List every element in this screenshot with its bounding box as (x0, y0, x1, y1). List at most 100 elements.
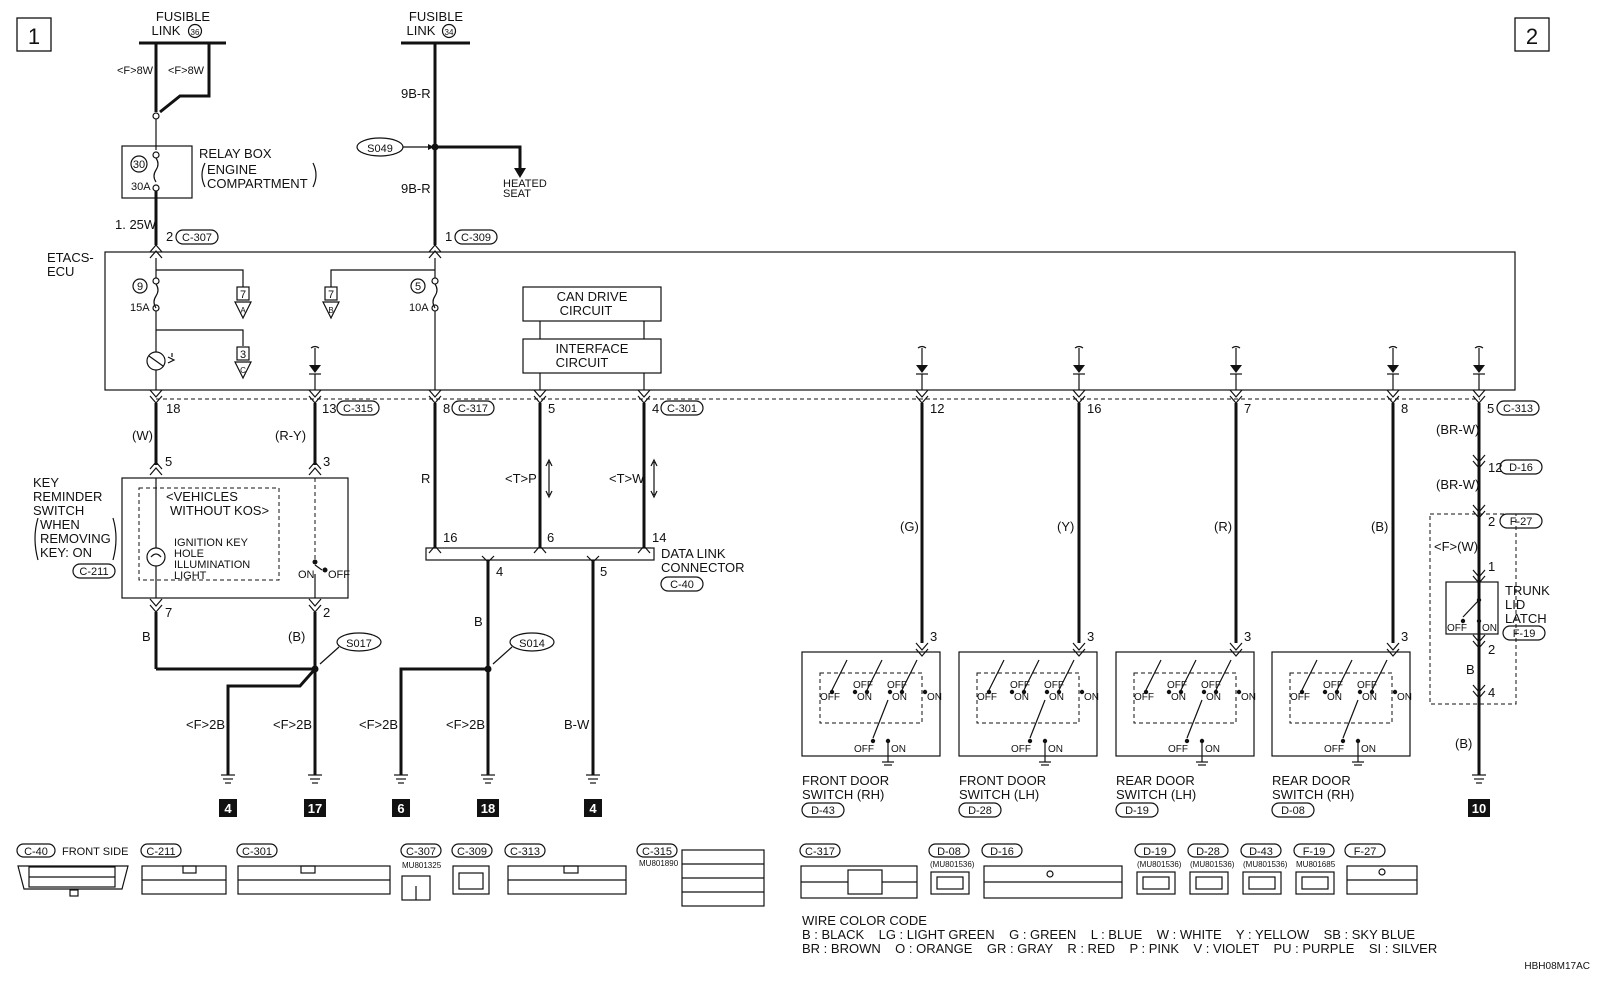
conn-f19-label: MU801685 (1296, 860, 1336, 869)
door-switch-rear-lh: (R) 3 OFF OFF OFF ON ON ON OFF ON REAR D… (1115, 403, 1256, 818)
key-pin-5: 5 (165, 454, 172, 469)
trunk-conn-f27: F-27 (1510, 516, 1533, 528)
ground-2-num: 17 (308, 801, 322, 816)
lamp-label-4: LIGHT (174, 570, 207, 582)
door-4-on-4: ON (1361, 744, 1376, 755)
conn-d16-id: D-16 (990, 846, 1014, 858)
interface-label-2: CIRCUIT (556, 355, 609, 370)
dlc-wire-b: B (474, 614, 483, 629)
ecu-top-conn-2: C-309 (461, 232, 491, 244)
door-1-off-1: OFF (820, 692, 840, 703)
splice-s017-label: S017 (346, 638, 372, 650)
wire-code-line-2: BR : BROWN O : ORANGE GR : GRAY R : RED … (802, 941, 1437, 956)
ecu-conn-c301: C-301 (667, 403, 697, 415)
wire-code-line-1: B : BLACK LG : LIGHT GREEN G : GREEN L :… (802, 927, 1415, 942)
splice-s014-label: S014 (519, 638, 545, 650)
key-pin-3: 3 (323, 454, 330, 469)
fusible-link-34: FUSIBLE LINK 34 9B-R (401, 9, 470, 245)
ecu-pin-8: 8 (443, 401, 450, 416)
conn-c313-id: C-313 (510, 846, 540, 858)
door-2-on-1: ON (1014, 692, 1029, 703)
splice-s017: S017 (311, 632, 382, 673)
door-1-wire: (G) (900, 519, 919, 534)
fusible-number: 36 (191, 28, 200, 37)
door-4-off-2: OFF (1323, 680, 1343, 691)
key-label-4: WHEN (40, 517, 80, 532)
conn-c211-id: C-211 (146, 846, 175, 858)
door-1-pin: 3 (930, 629, 937, 644)
key-pin-2: 2 (323, 605, 330, 620)
relay-fuse-number: 30 (133, 159, 145, 171)
door-2-off-3: OFF (1044, 680, 1064, 691)
key-label-5: REMOVING (40, 531, 111, 546)
ground-6-num: 10 (1472, 801, 1486, 816)
ground-5-wire: B-W (564, 717, 590, 732)
trunk-label-3: LATCH (1505, 611, 1547, 626)
conn-d08-label: (MU801536) (930, 860, 975, 869)
page-number-left: 1 (28, 24, 40, 49)
ref-a-letter: A (240, 306, 246, 315)
door-3-wire: (R) (1214, 519, 1232, 534)
ecu-pin-13: 13 (322, 401, 336, 416)
door-4-label-1: REAR DOOR (1272, 773, 1351, 788)
ecu-conn-c317: C-317 (458, 403, 488, 415)
ecu-label-2: ECU (47, 264, 74, 279)
ground-1-wire: <F>2B (186, 717, 225, 732)
ground-2: <F>2B 17 (273, 717, 326, 817)
fusible-title-2: FUSIBLE (409, 9, 464, 24)
page-number-left-box (16, 17, 52, 52)
trunk-conn-f19: F-19 (1513, 628, 1536, 640)
trunk-pin-4: 4 (1488, 685, 1495, 700)
door-3-on-2: ON (1206, 692, 1221, 703)
door-2-wire: (Y) (1057, 519, 1074, 534)
fusible-wire-1: <F>8W (117, 65, 154, 77)
door-1-on-1: ON (857, 692, 872, 703)
heated-seat-label-1: HEATED (503, 178, 547, 190)
relay-box-fuse: 30 30A RELAY BOX ENGINE COMPARTMENT 1. 2… (115, 112, 317, 245)
ecu-top-conn-1: C-307 (182, 232, 212, 244)
door-1-off-4: OFF (854, 744, 874, 755)
dlc-pin-16: 16 (443, 530, 457, 545)
dlc-wire-tw: <T>W (609, 471, 645, 486)
fuse-10a-amp: 10A (409, 302, 429, 314)
door-4-conn: D-08 (1281, 805, 1305, 817)
conn-d28-label: (MU801536) (1190, 860, 1235, 869)
trunk-pin-2b: 2 (1488, 642, 1495, 657)
ecu-pin-5: 5 (548, 401, 555, 416)
door-3-label-1: REAR DOOR (1116, 773, 1195, 788)
fusible-link-36: FUSIBLE LINK 36 <F>8W <F>8W (117, 9, 226, 114)
trunk-pin-1: 1 (1488, 559, 1495, 574)
trunk-wire-1: (BR-W) (1436, 422, 1479, 437)
conn-d19-id: D-19 (1143, 846, 1167, 858)
lamp-label-2: HOLE (174, 548, 204, 560)
conn-c301-id: C-301 (242, 846, 272, 858)
key-vehicles-1: <VEHICLES (166, 489, 238, 504)
key-vehicles-2: WITHOUT KOS> (170, 503, 269, 518)
dlc-label-2: CONNECTOR (661, 560, 745, 575)
ecu-pin-12: 12 (930, 401, 944, 416)
door-1-on-2: ON (892, 692, 907, 703)
key-pin-7: 7 (165, 605, 172, 620)
trunk-wire-3: <F>(W) (1434, 539, 1478, 554)
ecu-conn-c315: C-315 (343, 403, 373, 415)
conn-d08-id: D-08 (937, 846, 961, 858)
ecu-pin-5b: 5 (1487, 401, 1494, 416)
trunk-off: OFF (1447, 623, 1467, 634)
ground-1-num: 4 (224, 801, 232, 816)
dlc-conn: C-40 (670, 579, 694, 591)
door-1-conn: D-43 (811, 805, 835, 817)
door-2-off-4: OFF (1011, 744, 1031, 755)
door-2-on-4: ON (1048, 744, 1063, 755)
splice-s049-label: S049 (367, 143, 393, 155)
ground-3-num: 6 (397, 801, 404, 816)
conn-d43-id: D-43 (1249, 846, 1273, 858)
door-3-pin: 3 (1244, 629, 1251, 644)
key-switch-on: ON (298, 569, 315, 581)
ground-3-wire: <F>2B (359, 717, 398, 732)
key-wire-b: B (142, 629, 151, 644)
ground-5: B-W 4 (564, 717, 602, 817)
door-1-label-1: FRONT DOOR (802, 773, 889, 788)
ground-4-wire: <F>2B (446, 717, 485, 732)
ground-4-num: 18 (481, 801, 495, 816)
